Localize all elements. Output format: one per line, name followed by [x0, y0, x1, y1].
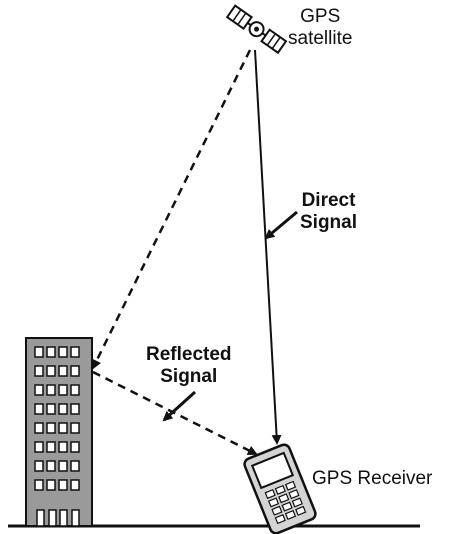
receiver-key [284, 480, 297, 491]
receiver-key [274, 484, 286, 495]
building-window [70, 384, 80, 396]
reflected-signal-label-line1: Reflected [146, 344, 232, 365]
reflected-signal-label: Reflected Signal [146, 344, 232, 388]
receiver-key [288, 489, 300, 500]
receiver-key [278, 493, 290, 504]
building-window [34, 422, 44, 434]
building-window [34, 479, 44, 491]
reflected-signal-pointer-arrow [162, 390, 197, 422]
direct-signal-label: Direct Signal [300, 190, 357, 234]
building-window [58, 403, 68, 415]
building-window [46, 441, 56, 453]
building-window [34, 346, 44, 358]
reflected-path-to-receiver [92, 370, 258, 456]
satellite-icon [225, 4, 288, 55]
building-window [70, 422, 80, 434]
receiver-label: GPS Receiver [312, 468, 433, 489]
building-window [70, 460, 80, 472]
receiver-key [281, 501, 293, 512]
direct-signal-label-line1: Direct [301, 190, 356, 211]
building-window [34, 441, 44, 453]
satellite-label: GPS satellite [288, 6, 352, 50]
building-window [58, 460, 68, 472]
receiver-key [271, 505, 283, 516]
building-window [34, 365, 44, 377]
building-window [46, 384, 56, 396]
building-window [46, 346, 56, 358]
satellite-label-line2: satellite [288, 27, 353, 49]
gps-receiver-icon [243, 443, 317, 534]
building-window [46, 460, 56, 472]
building-window [70, 403, 80, 415]
building-window [70, 479, 80, 491]
receiver-key [284, 509, 297, 521]
building-window [70, 365, 80, 377]
receiver-key [264, 488, 276, 500]
direct-signal-label-line2: Signal [300, 211, 358, 233]
building-window [46, 365, 56, 377]
building-window [46, 403, 56, 415]
direct-signal-line [254, 49, 282, 445]
building-window [46, 479, 56, 491]
building-window [58, 479, 68, 491]
building-window [70, 441, 80, 453]
receiver-key [291, 497, 303, 508]
building-window [58, 422, 68, 434]
receiver-key [295, 505, 307, 516]
building-window [46, 422, 56, 434]
building-window [34, 460, 44, 472]
building-window [70, 346, 80, 358]
satellite-label-line1: GPS [300, 6, 341, 27]
reflected-path-to-building [91, 49, 252, 370]
building-window [58, 384, 68, 396]
building-window [58, 365, 68, 377]
building-window [34, 403, 44, 415]
building-window [58, 441, 68, 453]
reflected-signal-label-line2: Signal [160, 365, 218, 387]
building-icon [25, 337, 93, 527]
receiver-key [267, 497, 280, 508]
building-window [58, 346, 68, 358]
building-window [34, 384, 44, 396]
receiver-key [274, 514, 286, 525]
direct-signal-pointer-arrow [264, 210, 298, 240]
